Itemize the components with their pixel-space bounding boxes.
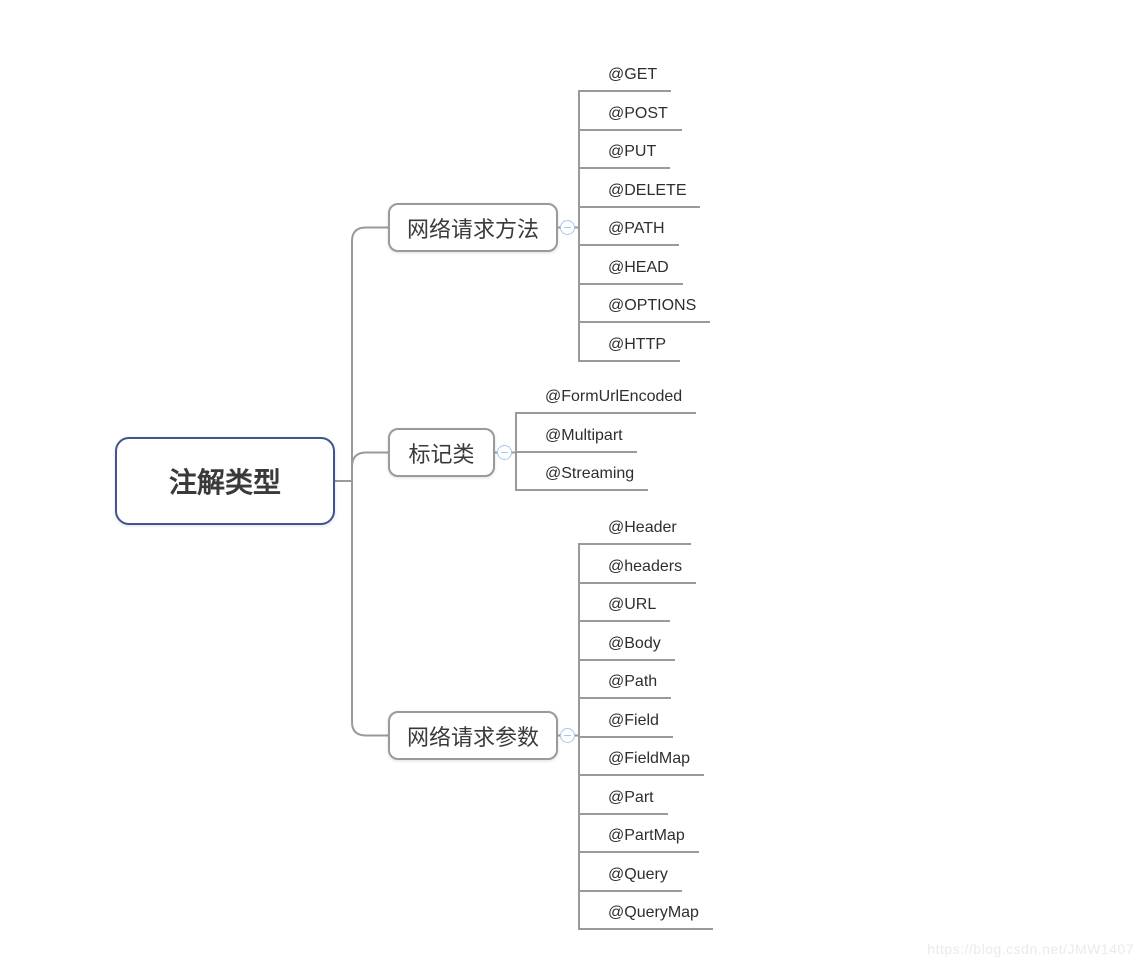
minus-icon	[564, 734, 571, 737]
leaf-topic[interactable]: @Streaming	[515, 459, 649, 491]
leaf-topic[interactable]: @DELETE	[578, 176, 701, 208]
branch-node[interactable]: 网络请求方法	[388, 203, 558, 252]
branch-node[interactable]: 标记类	[388, 428, 495, 477]
leaf-topic[interactable]: @POST	[578, 99, 682, 131]
branch-node[interactable]: 网络请求参数	[388, 711, 558, 760]
leaf-topic[interactable]: @Multipart	[515, 421, 637, 453]
branch-node-label: 网络请求方法	[406, 216, 539, 242]
leaf-topic[interactable]: @Header	[578, 513, 691, 545]
collapse-button[interactable]	[560, 728, 575, 743]
branch-node-label: 网络请求参数	[406, 724, 539, 750]
leaf-topic[interactable]: @FormUrlEncoded	[515, 382, 697, 414]
leaf-topic[interactable]: @Part	[578, 783, 668, 815]
leaf-topic[interactable]: @Field	[578, 706, 673, 738]
leaf-topic[interactable]: @GET	[578, 60, 672, 92]
leaf-topic[interactable]: @OPTIONS	[578, 291, 711, 323]
leaf-topic[interactable]: @PATH	[578, 214, 679, 246]
leaf-topic[interactable]: @PartMap	[578, 821, 699, 853]
root-node-label: 注解类型	[168, 467, 281, 498]
leaf-topic[interactable]: @HEAD	[578, 253, 683, 285]
leaf-topic[interactable]: @PUT	[578, 137, 671, 169]
leaf-topic[interactable]: @URL	[578, 590, 671, 622]
leaf-topic[interactable]: @headers	[578, 552, 697, 584]
leaf-topic[interactable]: @QueryMap	[578, 898, 713, 930]
leaf-topic[interactable]: @Path	[578, 667, 672, 699]
leaf-topic[interactable]: @Query	[578, 860, 682, 892]
collapse-button[interactable]	[497, 445, 512, 460]
leaf-topic[interactable]: @HTTP	[578, 330, 681, 362]
root-node[interactable]: 注解类型	[115, 437, 335, 525]
minus-icon	[564, 226, 571, 229]
collapse-button[interactable]	[560, 220, 575, 235]
watermark: https://blog.csdn.net/JMW1407	[927, 941, 1134, 957]
leaf-topic[interactable]: @FieldMap	[578, 744, 705, 776]
minus-icon	[501, 451, 508, 454]
branch-node-label: 标记类	[408, 441, 475, 467]
leaf-topic[interactable]: @Body	[578, 629, 675, 661]
